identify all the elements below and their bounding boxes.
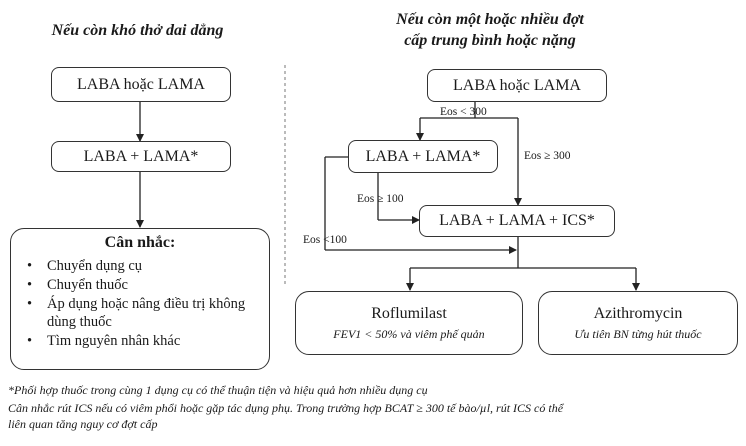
- right-heading: Nếu còn một hoặc nhiều đợt cấp trung bìn…: [396, 11, 584, 49]
- list-item: •Chuyển thuốc: [27, 277, 128, 293]
- label-eos-ge-100: Eos ≥ 100: [357, 193, 404, 205]
- label-eos-lt-300: Eos < 300: [440, 106, 487, 118]
- azithromycin-name: Azithromycin: [593, 304, 683, 322]
- right-box-laba-or-lama: LABA hoặc LAMA: [427, 69, 607, 102]
- right-box-laba-lama-ics: LABA + LAMA + ICS*: [419, 205, 615, 237]
- azithromycin-note: Ưu tiên BN từng hút thuốc: [574, 326, 702, 341]
- consider-title: Cân nhắc:: [104, 234, 176, 251]
- consider-box: Cân nhắc: •Chuyển dụng cụ •Chuyển thuốc …: [10, 228, 270, 370]
- label-eos-ge-300: Eos ≥ 300: [524, 150, 571, 162]
- left-heading: Nếu còn khó thở dai dẳng: [51, 22, 224, 39]
- footnote-3: liên quan tăng nguy cơ đợt cấp: [8, 417, 158, 431]
- right-box-laba-plus-lama: LABA + LAMA*: [348, 140, 498, 173]
- footnote-2: Cân nhắc rút ICS nếu có viêm phổi hoặc g…: [8, 401, 564, 415]
- consider-list: •Chuyển dụng cụ •Chuyển thuốc •Áp dụng h…: [19, 257, 259, 351]
- list-item: •Áp dụng hoặc nâng điều trị không dùng t…: [27, 296, 246, 330]
- azithromycin-box: Azithromycin Ưu tiên BN từng hút thuốc: [538, 291, 738, 355]
- roflumilast-note: FEV1 < 50% và viêm phế quản: [333, 326, 485, 341]
- list-item: •Tìm nguyên nhân khác: [27, 333, 181, 349]
- left-box-laba-or-lama: LABA hoặc LAMA: [51, 67, 231, 102]
- list-item: •Chuyển dụng cụ: [27, 258, 143, 274]
- left-box-laba-plus-lama: LABA + LAMA*: [51, 141, 231, 172]
- roflumilast-box: Roflumilast FEV1 < 50% và viêm phế quản: [295, 291, 523, 355]
- label-eos-lt-100: Eos <100: [303, 234, 347, 246]
- footnote-1: *Phối hợp thuốc trong cùng 1 dụng cụ có …: [8, 383, 428, 397]
- roflumilast-name: Roflumilast: [371, 304, 447, 322]
